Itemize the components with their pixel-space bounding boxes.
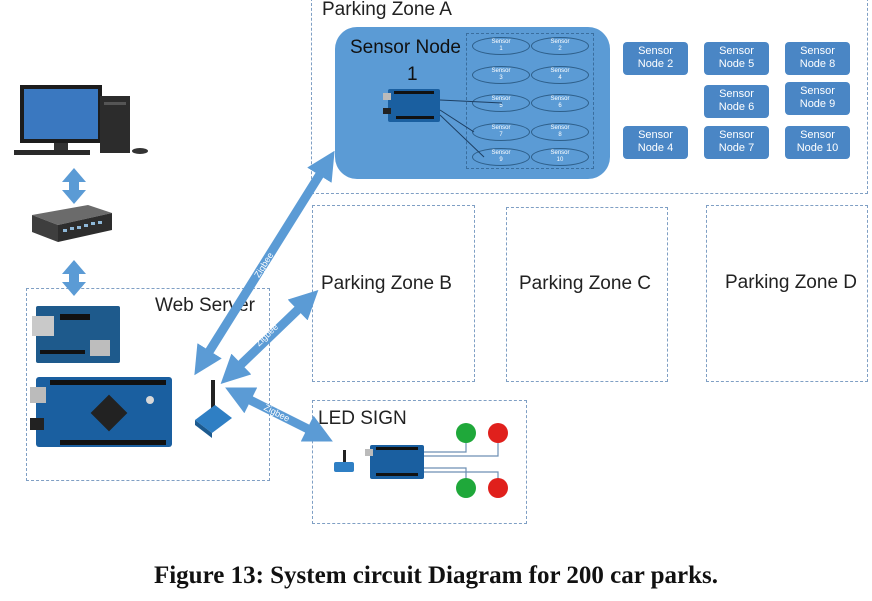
sensor-4: Sensor 4 [531,66,589,84]
zigbee-label-zone-a: Zigbee [252,250,276,280]
sensor-8: Sensor 8 [531,123,589,141]
desktop-computer-icon [14,85,148,155]
sensor-node-6: Sensor Node 6 [704,85,769,118]
sensor-5: Sensor 5 [472,94,530,112]
sensor-node-7: Sensor Node 7 [704,126,769,159]
zone-b-label: Parking Zone B [321,273,452,294]
sensor-node-9: Sensor Node 9 [785,82,850,115]
sensor-node-number: 1 [407,64,418,85]
led-sign-label: LED SIGN [318,408,407,429]
sensor-node-title: Sensor Node [350,37,461,58]
sensor-1: Sensor 1 [472,37,530,55]
sensor-node-5: Sensor Node 5 [704,42,769,75]
sensor-10: Sensor 10 [531,148,589,166]
sensor-7: Sensor 7 [472,123,530,141]
computer-switch-link [62,168,86,204]
zone-c-label: Parking Zone C [519,273,652,294]
sensor-9: Sensor 9 [472,148,530,166]
sensor-node-2: Sensor Node 2 [623,42,688,75]
network-switch-icon [32,205,112,242]
sensor-3: Sensor 3 [472,66,530,84]
sensor-node-4: Sensor Node 4 [623,126,688,159]
parking-zone-b [312,205,475,382]
sensor-node-8: Sensor Node 8 [785,42,850,75]
zone-d-label: Parking Zone D [725,272,858,293]
sensor-6: Sensor 6 [531,94,589,112]
sensor-node-10: Sensor Node 10 [785,126,850,159]
sensor-2: Sensor 2 [531,37,589,55]
figure-caption: Figure 13: System circuit Diagram for 20… [153,562,719,589]
parking-zone-d [706,205,868,382]
web-server-label: Web Server [155,295,255,316]
parking-zone-c [506,207,668,382]
zone-a-label: Parking Zone A [322,0,452,20]
